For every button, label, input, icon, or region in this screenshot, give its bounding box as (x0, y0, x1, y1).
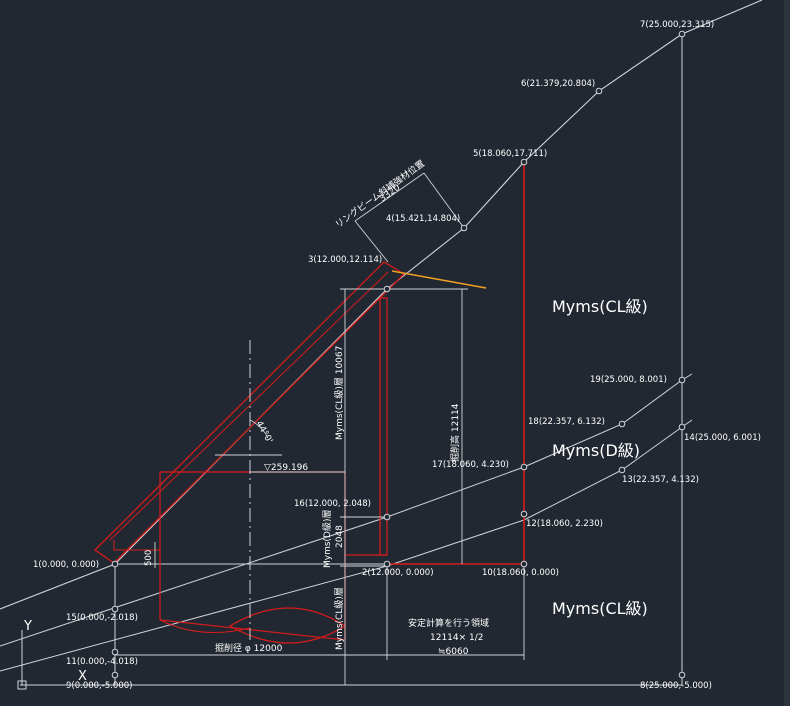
dim-ring-beam-c (354, 172, 425, 222)
inclined-strut-inner (109, 271, 389, 541)
point-label-19: 19(25.000, 8.001) (590, 375, 667, 385)
point-marker (618, 420, 626, 428)
point-marker (520, 510, 528, 518)
point-label-13: 13(22.357, 4.132) (622, 475, 699, 485)
point-label-14: 14(25.000, 6.001) (684, 433, 761, 443)
strut-foot (113, 540, 160, 551)
ucs-y-label: Y (23, 619, 32, 634)
point-marker (618, 466, 626, 474)
point-marker (460, 224, 468, 232)
point-marker (678, 671, 686, 679)
stability-area-title: 安定計算を行う領域 (408, 617, 489, 629)
angle-label: 44°0' (253, 420, 274, 446)
water-level-label: ▽259.196 (264, 463, 308, 473)
point-marker (383, 285, 391, 293)
point-label-11: 11(0.000,-4.018) (66, 657, 138, 667)
dim-ring-beam-a (354, 220, 389, 263)
dim-500-label: 500 (144, 550, 154, 566)
ucs-x-label: X (78, 669, 87, 684)
point-marker (678, 30, 686, 38)
dim-ring-beam-b (423, 172, 465, 229)
stability-result: ≒6060 (438, 647, 469, 657)
point-label-5: 5(18.060,17.711) (473, 149, 547, 159)
point-label-4: 4(15.421,14.804) (386, 214, 460, 224)
point-label-2: 2(12.000, 0.000) (362, 568, 434, 578)
layer-d-label: Myms(D級)層 (321, 509, 333, 568)
point-marker (678, 423, 686, 431)
point-marker (520, 158, 528, 166)
zone-label-upper: Myms(CL級) (552, 297, 648, 316)
orange-reference-line (391, 270, 487, 289)
zone-label-lower: Myms(CL級) (552, 599, 648, 618)
point-marker (111, 560, 119, 568)
point-label-18: 18(22.357, 6.132) (528, 417, 605, 427)
point-label-16: 16(12.000, 2.048) (294, 499, 371, 509)
point-label-9: 9(0.000,-5.000) (66, 681, 132, 691)
point-label-7: 7(25.000,23.315) (640, 20, 714, 30)
inclined-strut (93, 261, 406, 564)
point-label-17: 17(18.060, 4.230) (432, 460, 509, 470)
point-label-8: 8(25.000,-5.000) (640, 681, 712, 691)
point-marker (520, 560, 528, 568)
layer-lower-label: Myms(CL級)層 (333, 587, 345, 650)
ucs-axis-icon: Y X (17, 619, 87, 690)
point-label-15: 15(0.000,-2.018) (66, 613, 138, 623)
point-label-1: 1(0.000, 0.000) (33, 560, 99, 570)
point-label-12: 12(18.060, 2.230) (526, 519, 603, 529)
point-markers (111, 30, 686, 679)
point-marker (595, 87, 603, 95)
layer-upper-label: Myms(CL級)層 10067 (333, 346, 345, 440)
excavation-arc-left (159, 619, 251, 633)
point-label-10: 10(18.060, 0.000) (482, 568, 559, 578)
layer-d-value: 2048 (335, 525, 345, 548)
point-label-6: 6(21.379,20.804) (521, 79, 595, 89)
zone-label-middle: Myms(D級) (552, 441, 640, 460)
stability-formula: 12114× 1/2 (430, 633, 484, 643)
viewport-scrollbar[interactable] (784, 0, 790, 706)
excavation-diameter-label: 掘削径 φ 12000 (215, 642, 283, 654)
point-marker (678, 376, 686, 384)
excavation-height-label: 掘削高 12114 (449, 403, 461, 462)
point-label-3: 3(12.000,12.114) (308, 255, 382, 265)
point-marker (111, 671, 119, 679)
angle-arc (249, 419, 269, 439)
point-marker (111, 648, 119, 656)
point-marker (111, 605, 119, 613)
point-marker (520, 463, 528, 471)
point-marker (383, 513, 391, 521)
point-marker (383, 560, 391, 568)
